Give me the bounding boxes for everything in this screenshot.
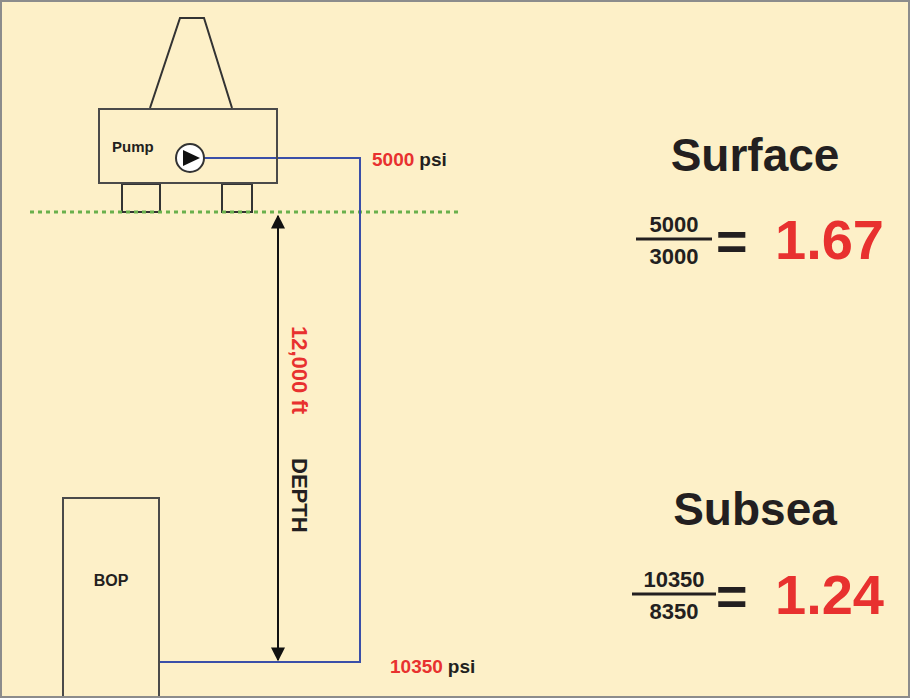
- equals-sign: =: [716, 214, 748, 268]
- pressure-value: 10350: [390, 657, 443, 676]
- depth-label: DEPTH: [288, 458, 310, 533]
- node-label: BOP: [64, 573, 158, 589]
- equals-sign: =: [716, 569, 748, 623]
- fraction-numerator: 10350: [643, 569, 704, 591]
- hydraulic-line: [160, 158, 360, 662]
- fraction-denominator: 8350: [650, 601, 699, 623]
- fraction-denominator: 3000: [650, 246, 699, 268]
- section-heading: Subsea: [673, 486, 837, 532]
- pressure-unit: psi: [448, 657, 475, 676]
- rig-leg: [122, 184, 160, 212]
- derrick: [150, 18, 232, 108]
- fraction-bar: [632, 593, 716, 596]
- pump-triangle: [183, 150, 200, 166]
- pressure-unit: psi: [419, 150, 446, 169]
- pump-symbol: [176, 144, 204, 172]
- bop-box: BOP: [62, 497, 160, 698]
- ratio-value: 1.24: [775, 567, 884, 623]
- depth-arrow: [277, 216, 279, 660]
- fraction-numerator: 5000: [650, 214, 699, 236]
- rig-leg: [222, 184, 252, 212]
- hydraulic-line: [204, 157, 278, 159]
- section-heading: Surface: [671, 132, 840, 178]
- pump-box: Pump: [98, 108, 278, 184]
- pressure-value: 5000: [372, 150, 414, 169]
- depth-value: 12,000 ft: [288, 326, 310, 414]
- node-label: Pump: [112, 139, 276, 154]
- sea-level-line: [30, 211, 458, 214]
- fraction-bar: [636, 238, 712, 241]
- ratio-value: 1.67: [775, 212, 884, 268]
